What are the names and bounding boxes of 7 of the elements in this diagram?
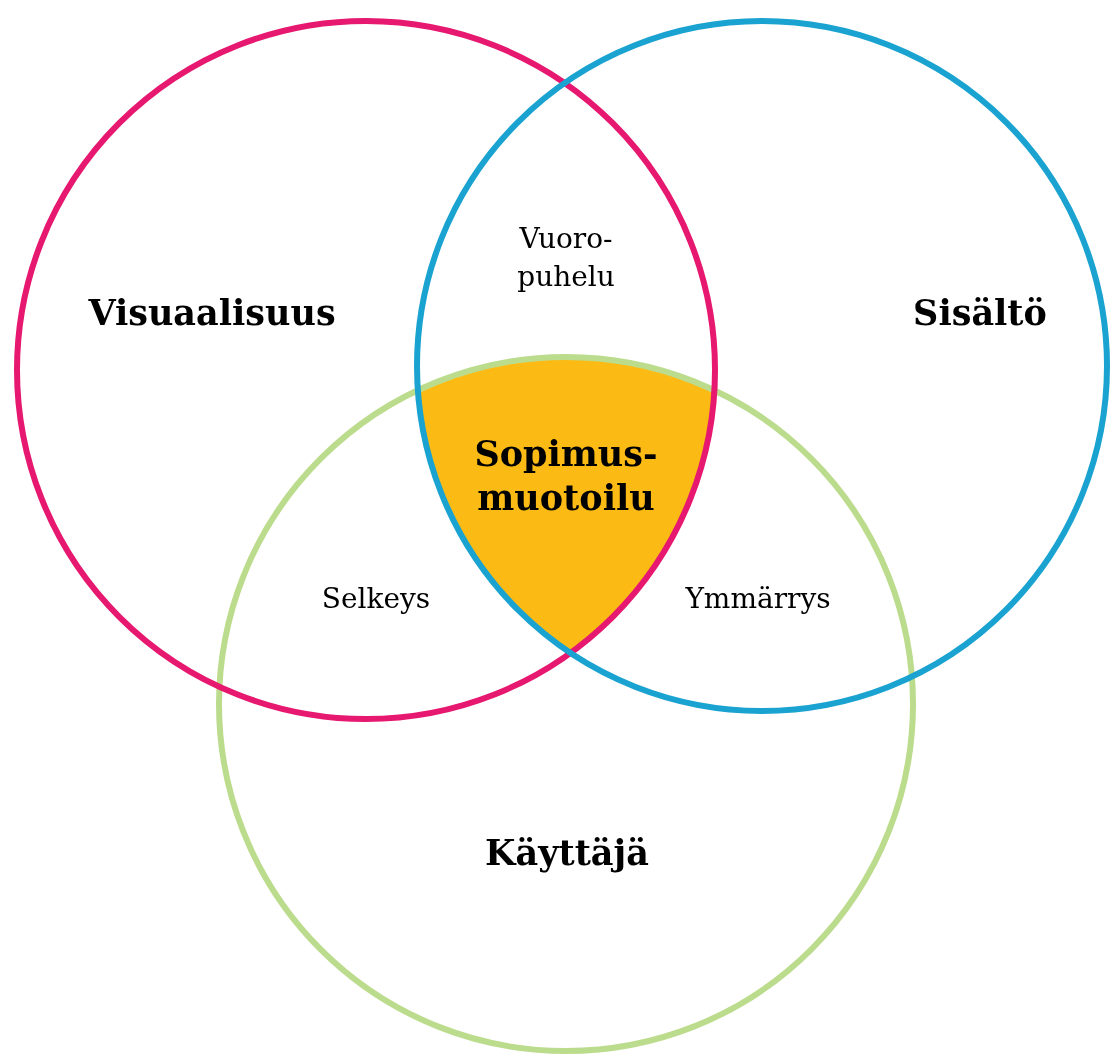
circle-label: Visuaalisuus <box>88 290 336 335</box>
overlap-label: Ymmärrys <box>685 581 831 617</box>
circle-label: Sisältö <box>913 290 1047 335</box>
region-label: Sopimus-muotoilu <box>473 432 659 520</box>
overlap-label: Selkeys <box>321 581 431 617</box>
overlap-label: Vuoro-puhelu <box>516 221 616 295</box>
circle-label: Käyttäjä <box>485 830 649 875</box>
